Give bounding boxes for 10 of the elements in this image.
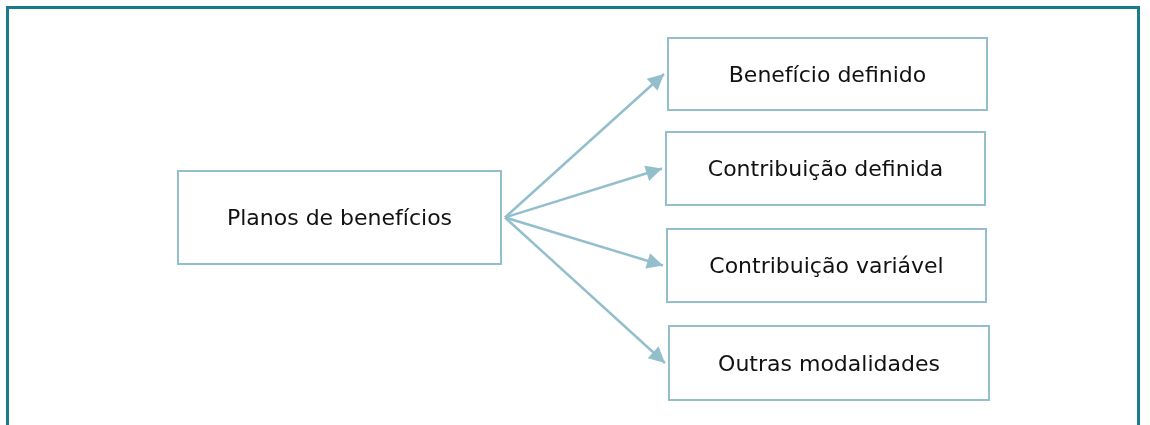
option-box: [665, 131, 986, 206]
box-label: Contribuição variável: [709, 253, 944, 278]
box-label: Benefício definido: [728, 61, 927, 87]
box-label: Planos de benefícios: [226, 205, 453, 230]
option-box: [666, 228, 987, 303]
option-box: [668, 325, 990, 401]
category-box: [177, 170, 502, 265]
box-label: Contribuição definida: [707, 156, 944, 181]
option-box: [667, 37, 988, 111]
box-label: Outras modalidades: [718, 350, 940, 376]
